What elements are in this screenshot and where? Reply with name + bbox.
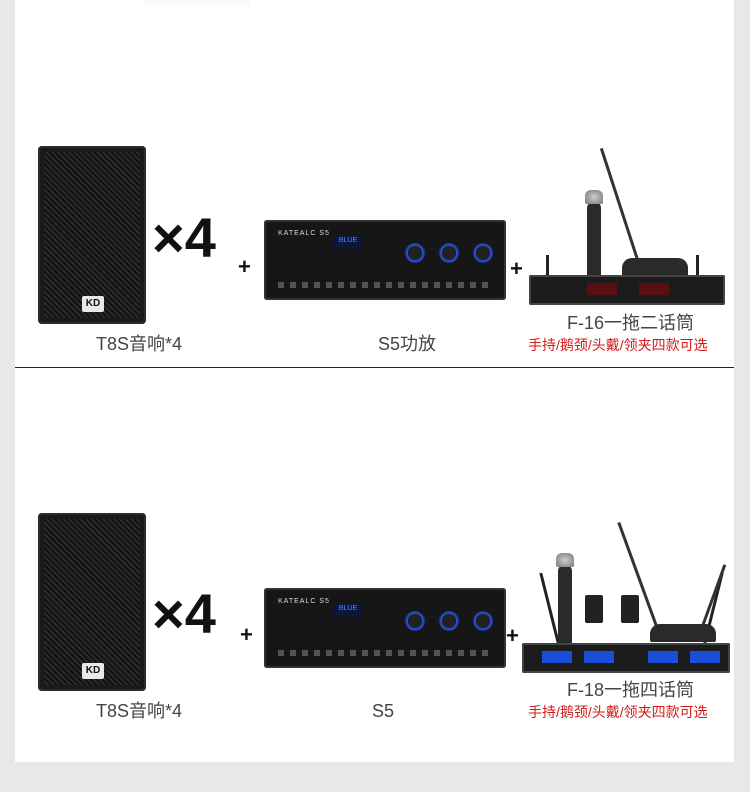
bottom-margin — [0, 762, 750, 792]
mic-options: 手持/鹅颈/头戴/领夹四款可选 — [528, 337, 708, 353]
amp-brand: KATEALC S5 — [278, 598, 330, 605]
amp-button-row — [278, 282, 492, 288]
antenna-icon — [696, 255, 699, 277]
speaker-quantity: ×4 — [152, 206, 216, 269]
handheld-mic-icon — [556, 553, 574, 645]
amp-display: BLUE — [334, 603, 362, 615]
speaker-t8s-image: KD — [38, 513, 146, 691]
speaker-grill — [44, 519, 140, 685]
left-margin — [0, 0, 15, 792]
bodypack-transmitter-icon — [585, 595, 603, 623]
bodypack-transmitter-icon — [621, 595, 639, 623]
receiver-display — [690, 651, 720, 663]
speaker-quantity: ×4 — [152, 582, 216, 645]
antenna-icon — [546, 255, 549, 277]
receiver-display — [648, 651, 678, 663]
plus-icon: + — [240, 622, 253, 647]
amp-brand: KATEALC S5 — [278, 230, 330, 237]
amplifier-label: S5 — [372, 701, 395, 721]
receiver-display — [542, 651, 572, 663]
plus-icon: + — [510, 256, 523, 281]
mic-label: F-18一拖四话筒 — [567, 680, 695, 700]
speaker-logo: KD — [82, 296, 104, 312]
plus-icon: + — [506, 623, 519, 648]
amp-display: BLUE — [334, 235, 362, 247]
amp-button-row — [278, 650, 492, 656]
plus-icon: + — [238, 254, 251, 279]
gooseneck-base — [622, 258, 688, 278]
receiver-unit — [522, 643, 730, 673]
gooseneck-base — [650, 624, 716, 642]
volume-knob-icon — [472, 610, 494, 632]
receiver-unit — [529, 275, 725, 305]
speaker-logo: KD — [82, 663, 104, 679]
receiver-display — [587, 283, 617, 295]
speaker-label: T8S音响*4 — [96, 334, 183, 354]
receiver-display — [584, 651, 614, 663]
amplifier-label: S5功放 — [378, 334, 437, 354]
speaker-label: T8S音响*4 — [96, 701, 183, 721]
amplifier-s5-image: KATEALC S5 BLUE — [264, 220, 506, 300]
right-margin — [734, 0, 750, 792]
volume-knob-icon — [438, 242, 460, 264]
receiver-display — [639, 283, 669, 295]
volume-knob-icon — [438, 610, 460, 632]
volume-knob-icon — [472, 242, 494, 264]
bundle-divider — [15, 367, 734, 368]
handheld-mic-icon — [585, 190, 603, 284]
mic-options: 手持/鹅颈/头戴/领夹四款可选 — [528, 704, 708, 720]
volume-knob-icon — [404, 242, 426, 264]
volume-knob-icon — [404, 610, 426, 632]
amplifier-s5-image: KATEALC S5 BLUE — [264, 588, 506, 668]
mic-label: F-16一拖二话筒 — [567, 313, 695, 333]
speaker-t8s-image: KD — [38, 146, 146, 324]
faded-image-edge — [145, 0, 250, 8]
speaker-grill — [44, 152, 140, 318]
